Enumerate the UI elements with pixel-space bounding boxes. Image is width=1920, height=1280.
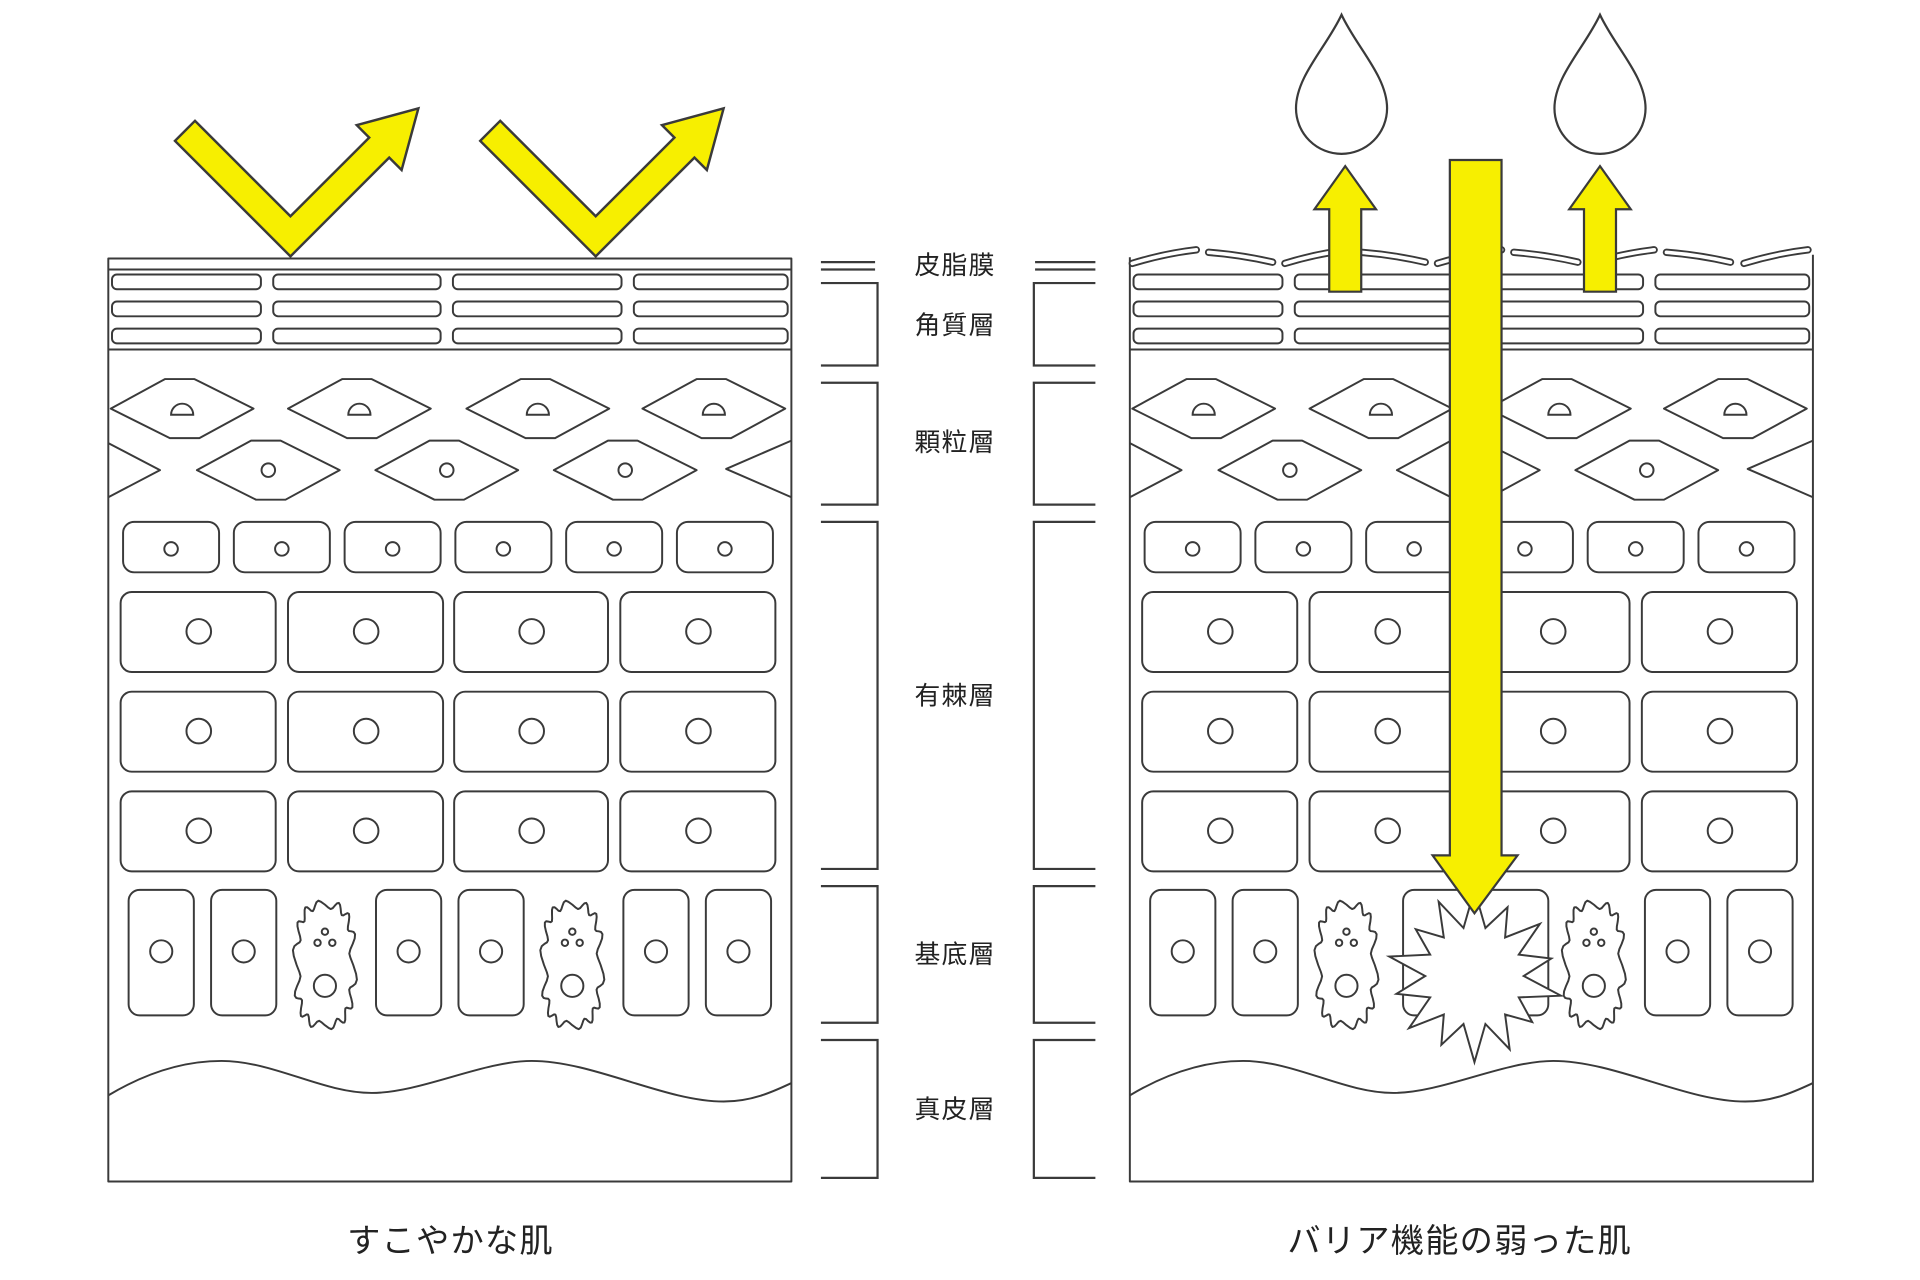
label-sebum-film: 皮脂膜 bbox=[914, 251, 995, 281]
cell-nucleus bbox=[1740, 542, 1754, 556]
cell-nucleus bbox=[164, 542, 178, 556]
cell-nucleus bbox=[561, 975, 583, 997]
cell-nucleus bbox=[1541, 619, 1566, 644]
cell-nucleus bbox=[1666, 940, 1688, 962]
corneocyte bbox=[1295, 274, 1462, 289]
cell-nucleus bbox=[233, 940, 255, 962]
cell-nucleus bbox=[354, 818, 379, 843]
cell-nucleus bbox=[607, 542, 621, 556]
melanin-granule bbox=[322, 928, 328, 934]
cell-nucleus bbox=[497, 542, 511, 556]
cell-nucleus bbox=[398, 940, 420, 962]
cell-nucleus bbox=[1375, 818, 1400, 843]
cell-nucleus bbox=[275, 542, 289, 556]
cell-nucleus bbox=[727, 940, 749, 962]
corneocyte bbox=[1134, 274, 1283, 289]
cell-nucleus bbox=[150, 940, 172, 962]
corneocyte bbox=[1134, 302, 1283, 317]
cell-nucleus bbox=[1407, 542, 1421, 556]
cell-nucleus bbox=[1208, 619, 1233, 644]
caption-healthy-skin: すこやかな肌 bbox=[347, 1221, 554, 1260]
corneocyte bbox=[453, 302, 622, 317]
cell-nucleus bbox=[1708, 619, 1733, 644]
cell-nucleus bbox=[519, 719, 544, 744]
cell-nucleus bbox=[1629, 542, 1643, 556]
cell-nucleus bbox=[1297, 542, 1311, 556]
cell-nucleus bbox=[314, 975, 336, 997]
cell-nucleus bbox=[686, 619, 711, 644]
label-stratum-granulosum: 顆粒層 bbox=[914, 428, 995, 458]
cell-nucleus bbox=[262, 463, 276, 477]
cell-nucleus bbox=[1335, 975, 1357, 997]
corneocyte bbox=[1134, 329, 1283, 344]
corneocyte bbox=[634, 302, 788, 317]
melanin-granule bbox=[576, 940, 582, 946]
corneocyte bbox=[1295, 302, 1462, 317]
cell-nucleus bbox=[1518, 542, 1532, 556]
corneocyte bbox=[453, 329, 622, 344]
cell-nucleus bbox=[618, 463, 632, 477]
corneocyte bbox=[1655, 329, 1809, 344]
cell-nucleus bbox=[186, 719, 211, 744]
cell-nucleus bbox=[645, 940, 667, 962]
label-stratum-spinosum: 有棘層 bbox=[914, 682, 995, 712]
cell-nucleus bbox=[1640, 463, 1654, 477]
cell-nucleus bbox=[186, 619, 211, 644]
cell-nucleus bbox=[519, 818, 544, 843]
cell-nucleus bbox=[1208, 719, 1233, 744]
corneocyte bbox=[634, 329, 788, 344]
corneocyte bbox=[1655, 274, 1809, 289]
cell-nucleus bbox=[1208, 818, 1233, 843]
cell-nucleus bbox=[386, 542, 400, 556]
cell-nucleus bbox=[718, 542, 732, 556]
corneocyte bbox=[273, 329, 440, 344]
cell-nucleus bbox=[1375, 719, 1400, 744]
cell-nucleus bbox=[354, 719, 379, 744]
cell-nucleus bbox=[480, 940, 502, 962]
corneocyte bbox=[112, 302, 261, 317]
corneocyte bbox=[634, 274, 788, 289]
corneocyte bbox=[112, 329, 261, 344]
corneocyte bbox=[1655, 302, 1809, 317]
cell-nucleus bbox=[686, 818, 711, 843]
corneocyte bbox=[1295, 329, 1462, 344]
cell-nucleus bbox=[1172, 940, 1194, 962]
melanin-granule bbox=[1583, 940, 1589, 946]
cell-nucleus bbox=[186, 818, 211, 843]
corneocyte bbox=[112, 274, 261, 289]
label-stratum-corneum: 角質層 bbox=[914, 311, 995, 341]
cell-nucleus bbox=[1254, 940, 1276, 962]
label-dermis: 真皮層 bbox=[914, 1095, 995, 1125]
melanin-granule bbox=[562, 940, 568, 946]
melanin-granule bbox=[1336, 940, 1342, 946]
label-stratum-basale: 基底層 bbox=[914, 940, 995, 970]
corneocyte bbox=[453, 274, 622, 289]
melanin-granule bbox=[569, 928, 575, 934]
cell-nucleus bbox=[354, 619, 379, 644]
cell-nucleus bbox=[1283, 463, 1297, 477]
cell-nucleus bbox=[1708, 818, 1733, 843]
cell-nucleus bbox=[1541, 719, 1566, 744]
melanin-granule bbox=[1591, 928, 1597, 934]
cell-nucleus bbox=[440, 463, 454, 477]
melanin-granule bbox=[1351, 940, 1357, 946]
melanin-granule bbox=[1343, 928, 1349, 934]
cell-nucleus bbox=[686, 719, 711, 744]
cell-nucleus bbox=[1583, 975, 1605, 997]
melanin-granule bbox=[329, 940, 335, 946]
cell-nucleus bbox=[1708, 719, 1733, 744]
melanin-granule bbox=[1598, 940, 1604, 946]
cell-nucleus bbox=[1541, 818, 1566, 843]
cell-nucleus bbox=[1749, 940, 1771, 962]
cell-nucleus bbox=[1186, 542, 1200, 556]
caption-damaged-skin: バリア機能の弱った肌 bbox=[1287, 1221, 1632, 1260]
cell-nucleus bbox=[1375, 619, 1400, 644]
corneocyte bbox=[273, 274, 440, 289]
melanin-granule bbox=[314, 940, 320, 946]
corneocyte bbox=[273, 302, 440, 317]
cell-nucleus bbox=[519, 619, 544, 644]
